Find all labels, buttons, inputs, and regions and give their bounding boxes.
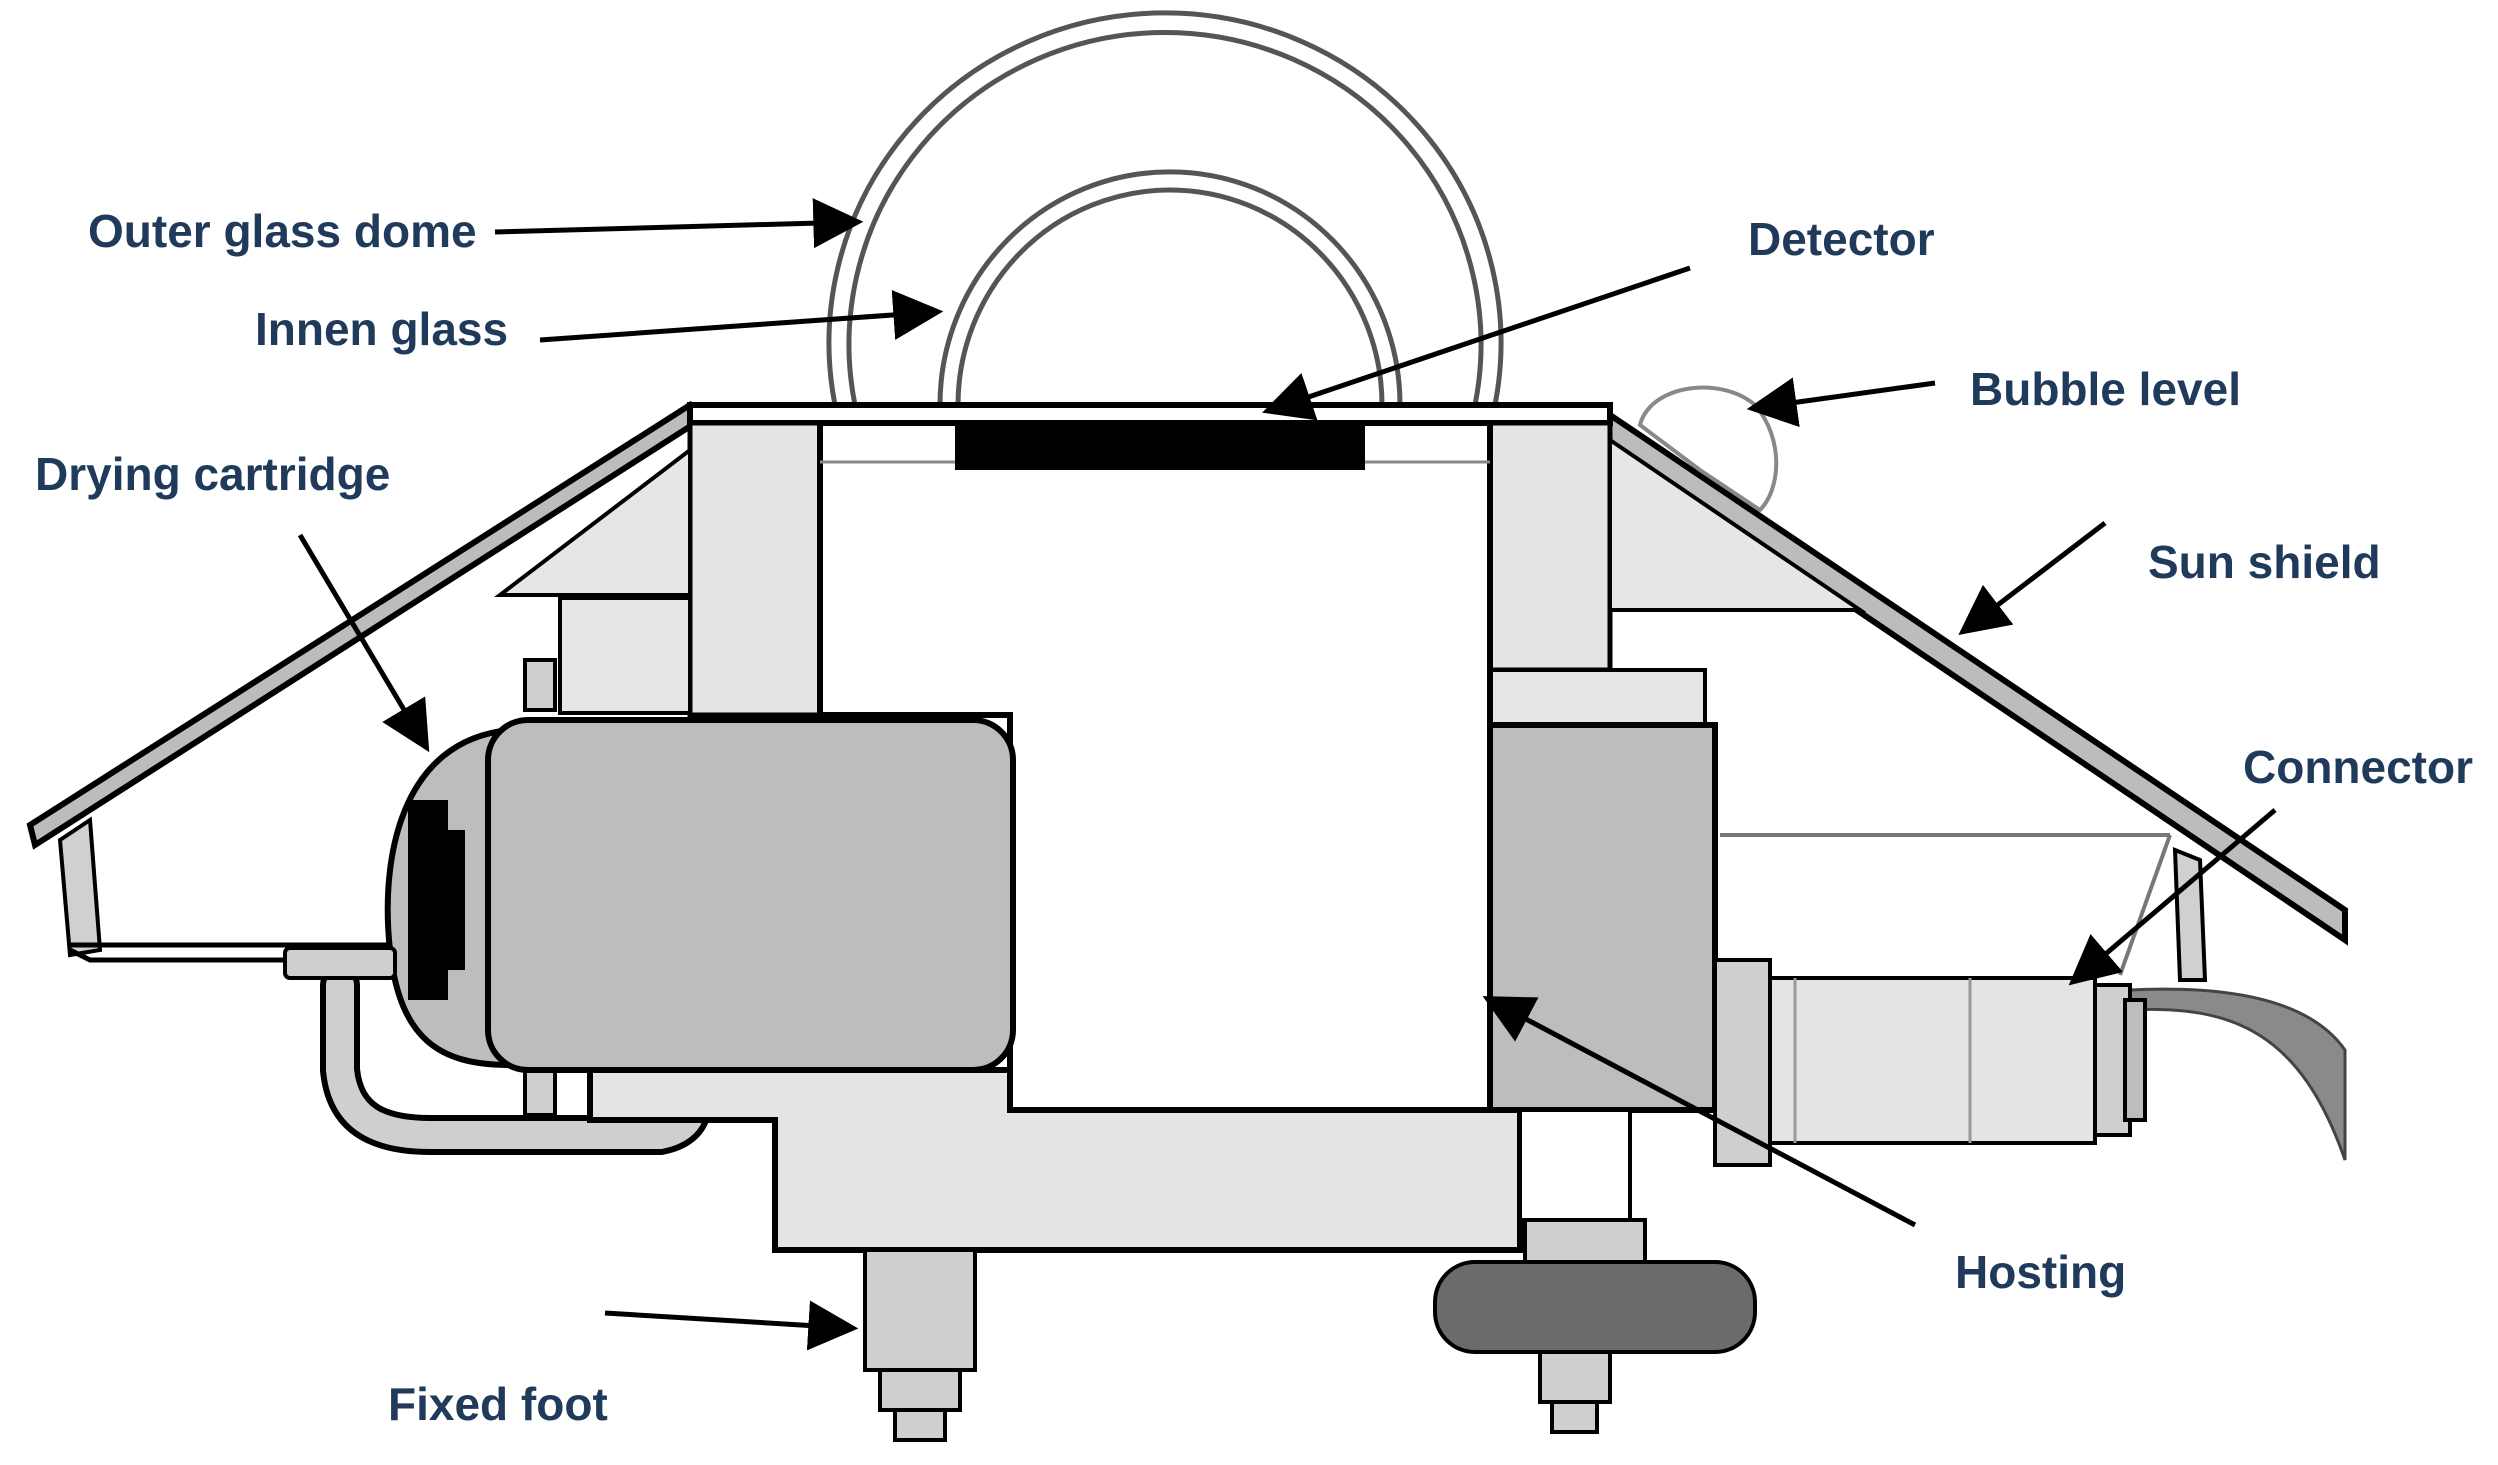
cable [2128, 987, 2347, 1161]
label-bubble-level: Bubble level [1970, 363, 2241, 415]
label-innen-glass: Innen glass [255, 303, 508, 355]
detector-shape [955, 420, 1365, 470]
outer-glass-dome-shape [826, 10, 1504, 406]
label-connector: Connector [2243, 741, 2473, 793]
right-housing-block [1487, 722, 1718, 1113]
fixed-foot-shape [863, 1248, 977, 1442]
drying-cartridge-shape [384, 658, 1016, 1117]
inner-glass-dome-shape [937, 169, 1403, 406]
bottom-base [587, 1067, 1523, 1253]
leader-arrows [297, 198, 2277, 1351]
label-outer-glass-dome: Outer glass dome [88, 205, 477, 257]
right-upper-body [1487, 420, 1613, 673]
left-upper-body [687, 420, 823, 718]
label-hosting: Hosting [1955, 1246, 2126, 1298]
label-sun-shield: Sun shield [2148, 536, 2381, 588]
label-detector: Detector [1748, 213, 1935, 265]
label-fixed-foot: Fixed foot [388, 1378, 608, 1430]
label-drying-cartridge: Drying cartridge [35, 448, 390, 500]
connector-shape [1713, 958, 2147, 1167]
adjustable-foot-shape [1433, 1108, 1757, 1434]
